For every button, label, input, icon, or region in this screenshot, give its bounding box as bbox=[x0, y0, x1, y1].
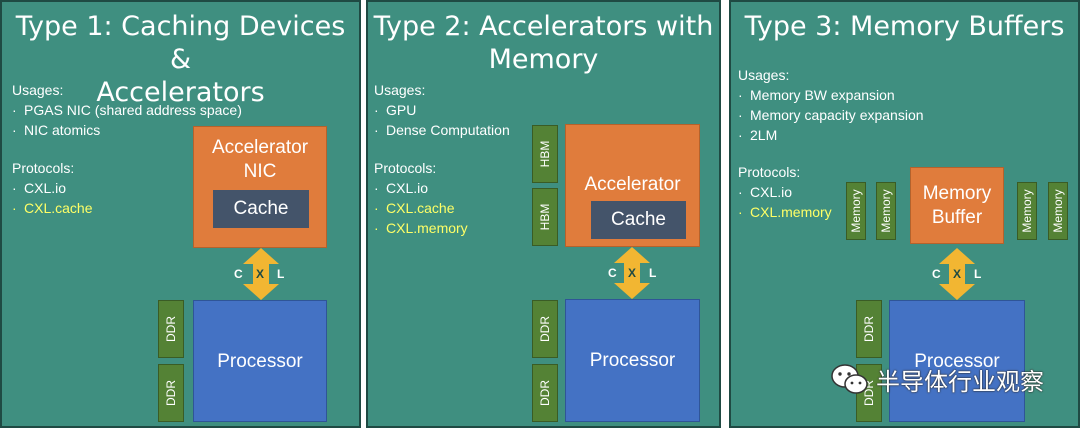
cxl-link-arrow bbox=[243, 248, 279, 300]
ddr-module: DDR bbox=[158, 300, 184, 358]
cxl-label: X bbox=[953, 267, 962, 281]
cxl-label: L bbox=[974, 267, 982, 281]
processor-label: Processor bbox=[914, 351, 1000, 372]
device-label: Memory bbox=[922, 183, 992, 204]
cxl-label: X bbox=[256, 267, 265, 281]
protocol-item: ·CXL.memory bbox=[374, 220, 468, 236]
processor-label: Processor bbox=[589, 350, 676, 371]
cxl-label: C bbox=[234, 267, 243, 281]
protocols-section: Protocols: ·CXL.io ·CXL.memory bbox=[738, 162, 832, 222]
accelerator-nic-box: Accelerator NIC Cache bbox=[193, 126, 327, 248]
memory-module: Memory bbox=[846, 182, 866, 240]
hbm-module: HBM bbox=[532, 125, 558, 183]
usage-item: ·Memory BW expansion bbox=[738, 87, 895, 103]
cxl-label: C bbox=[608, 266, 617, 280]
protocol-item: ·CXL.cache bbox=[374, 200, 455, 216]
usage-item: ·GPU bbox=[374, 102, 417, 118]
panel-type3: Type 3: Memory Buffers Usages: ·Memory B… bbox=[729, 0, 1080, 428]
panel-title: Type 1: Caching Devices & Accelerators bbox=[2, 10, 359, 109]
protocol-item: ·CXL.io bbox=[738, 184, 793, 200]
hbm-module: HBM bbox=[532, 188, 558, 246]
ddr-module: DDR bbox=[158, 364, 184, 422]
title-line: Type 2: Accelerators with bbox=[373, 11, 714, 42]
usages-header: Usages: bbox=[12, 82, 64, 98]
watermark-text: 半导体行业观察 bbox=[876, 368, 1044, 396]
protocol-item: ·CXL.io bbox=[12, 180, 67, 196]
panel-title: Type 2: Accelerators with Memory bbox=[368, 10, 719, 76]
cxl-link-arrow bbox=[614, 247, 650, 299]
usages-section: Usages: ·Memory BW expansion ·Memory cap… bbox=[738, 65, 924, 145]
panel-type1: Type 1: Caching Devices & Accelerators U… bbox=[0, 0, 361, 428]
device-label: Accelerator bbox=[584, 174, 681, 195]
memory-buffer-box: Memory Buffer bbox=[910, 167, 1004, 244]
protocols-header: Protocols: bbox=[738, 164, 801, 180]
usage-item: ·PGAS NIC (shared address space) bbox=[12, 102, 242, 118]
usages-section: Usages: ·GPU ·Dense Computation bbox=[374, 80, 510, 140]
processor-box: Processor bbox=[565, 299, 700, 422]
panel-title: Type 3: Memory Buffers bbox=[731, 10, 1078, 43]
title-line: Type 3: Memory Buffers bbox=[744, 11, 1065, 42]
title-line: Accelerators bbox=[96, 77, 265, 108]
cxl-label: C bbox=[932, 267, 941, 281]
protocol-item: ·CXL.io bbox=[374, 180, 429, 196]
device-label: Accelerator bbox=[211, 137, 309, 158]
cache-box: Cache bbox=[213, 190, 309, 228]
processor-label: Processor bbox=[217, 351, 303, 372]
usages-header: Usages: bbox=[374, 82, 426, 98]
usage-item: ·Memory capacity expansion bbox=[738, 107, 924, 123]
protocols-header: Protocols: bbox=[374, 160, 437, 176]
memory-module: Memory bbox=[876, 182, 896, 240]
ddr-module: DDR bbox=[532, 364, 558, 422]
title-line: Type 1: Caching Devices & bbox=[15, 11, 346, 75]
processor-box: Processor bbox=[889, 300, 1025, 422]
ddr-module: DDR bbox=[532, 300, 558, 358]
memory-module: Memory bbox=[1017, 182, 1037, 240]
protocols-section: Protocols: ·CXL.io ·CXL.cache bbox=[12, 158, 92, 218]
device-label: NIC bbox=[243, 161, 277, 182]
processor-box: Processor bbox=[193, 300, 327, 422]
usage-item: ·NIC atomics bbox=[12, 122, 101, 138]
usages-header: Usages: bbox=[738, 67, 790, 83]
memory-module: Memory bbox=[1048, 182, 1068, 240]
watermark: 半导体行业观察 bbox=[830, 362, 1044, 397]
protocols-section: Protocols: ·CXL.io ·CXL.cache ·CXL.memor… bbox=[374, 158, 468, 238]
accelerator-box: Accelerator Cache bbox=[565, 124, 700, 247]
cxl-label: X bbox=[628, 266, 637, 280]
device-label: Buffer bbox=[931, 207, 983, 228]
ddr-module: DDR bbox=[856, 300, 882, 358]
cache-box: Cache bbox=[591, 201, 686, 239]
cxl-label: L bbox=[649, 266, 657, 280]
wechat-icon bbox=[831, 363, 868, 394]
protocols-header: Protocols: bbox=[12, 160, 75, 176]
usage-item: ·2LM bbox=[738, 127, 778, 143]
title-line: Memory bbox=[488, 44, 599, 75]
cxl-link-arrow bbox=[939, 248, 975, 300]
cxl-label: L bbox=[277, 267, 285, 281]
protocol-item: ·CXL.memory bbox=[738, 204, 832, 220]
usages-section: Usages: ·PGAS NIC (shared address space)… bbox=[12, 80, 242, 140]
protocol-item: ·CXL.cache bbox=[12, 200, 93, 216]
usage-item: ·Dense Computation bbox=[374, 122, 510, 138]
panel-type2: Type 2: Accelerators with Memory Usages:… bbox=[366, 0, 721, 428]
